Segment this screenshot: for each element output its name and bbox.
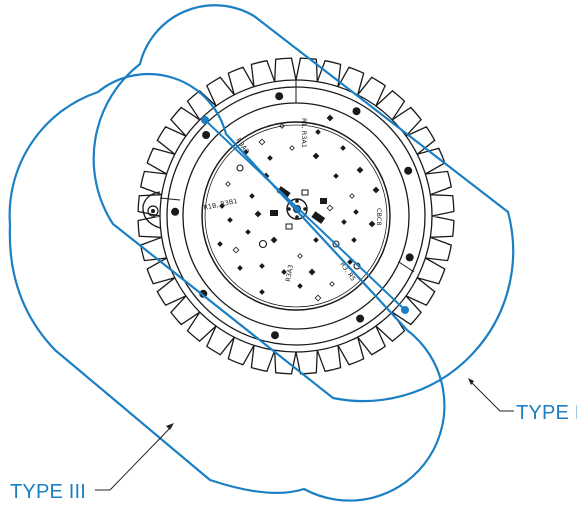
led-marker bbox=[312, 152, 320, 160]
type-i-outline bbox=[92, 4, 515, 403]
led-marker bbox=[314, 294, 322, 302]
housing-screw bbox=[202, 131, 211, 139]
type-i-pattern bbox=[92, 4, 515, 403]
led-marker bbox=[237, 265, 243, 271]
led-marker bbox=[245, 229, 251, 235]
led-marker bbox=[219, 203, 225, 209]
led-marker bbox=[249, 193, 255, 199]
led-marker bbox=[353, 209, 359, 215]
type-i-axis bbox=[204, 119, 406, 311]
mounting-tab bbox=[142, 191, 161, 229]
led-marker bbox=[217, 241, 223, 247]
callout-label-type-iii: TYPE III bbox=[10, 481, 86, 503]
led-marker bbox=[258, 138, 266, 146]
housing-screw bbox=[171, 207, 180, 216]
housing-seam-left bbox=[159, 197, 181, 201]
housing-screws bbox=[171, 92, 414, 340]
led-marker bbox=[326, 114, 334, 122]
led-marker bbox=[281, 269, 287, 275]
led-marker bbox=[270, 236, 278, 244]
led-marker bbox=[313, 237, 319, 243]
led-marker bbox=[267, 155, 273, 161]
housing-seam-right bbox=[398, 261, 415, 273]
callout-leader-type-iii-diag bbox=[109, 425, 173, 491]
led-marker bbox=[351, 237, 357, 243]
pcb-label-top: R1, R3A1 bbox=[300, 118, 308, 148]
housing-screw bbox=[271, 331, 279, 340]
led-marker bbox=[356, 166, 364, 174]
led-marker bbox=[340, 145, 346, 151]
plate-fastener bbox=[332, 240, 340, 248]
type-iii-pattern bbox=[8, 72, 446, 502]
callout-leader-type-i bbox=[469, 380, 501, 412]
callout-type-iii: TYPE III bbox=[10, 423, 174, 503]
plate-fastener bbox=[258, 239, 268, 249]
plate-fastener bbox=[236, 164, 244, 172]
housing-screw bbox=[352, 107, 361, 116]
led-marker bbox=[232, 246, 240, 254]
led-marker bbox=[279, 123, 285, 129]
callout-label-type-i: TYPE I bbox=[516, 402, 577, 424]
led-marker bbox=[225, 181, 231, 187]
led-marker bbox=[347, 259, 353, 265]
pcb-label-right: CBC8 bbox=[375, 208, 383, 226]
led-array bbox=[217, 114, 380, 302]
lens-plate-inner bbox=[204, 124, 388, 308]
type-iii-outline bbox=[8, 72, 446, 502]
housing-screw bbox=[405, 253, 414, 262]
pcb-label-bottom: R3A3 bbox=[284, 264, 295, 282]
led-marker bbox=[329, 281, 335, 287]
housing-screw bbox=[356, 314, 365, 323]
housing-screw bbox=[275, 92, 284, 101]
lens-plate bbox=[201, 121, 391, 311]
pcb-label-left: R1B, R3B1 bbox=[203, 197, 238, 212]
led-marker bbox=[227, 217, 233, 223]
led-marker bbox=[315, 129, 321, 135]
housing-screw bbox=[404, 166, 413, 175]
led-marker bbox=[259, 289, 265, 295]
led-marker bbox=[259, 263, 265, 269]
led-marker bbox=[372, 186, 380, 194]
led-marker bbox=[368, 220, 376, 228]
led-marker bbox=[341, 219, 347, 225]
callout-arrow-icon bbox=[166, 423, 174, 430]
led-marker bbox=[297, 283, 303, 289]
led-marker bbox=[349, 193, 355, 199]
led-marker bbox=[308, 268, 316, 276]
fixture-drawing: R1, R3A1 R3A2 R1B, R3B1 CBC8 R3, R5 R3A3 bbox=[137, 57, 455, 375]
led-marker bbox=[333, 173, 339, 179]
led-marker bbox=[289, 145, 295, 151]
led-marker bbox=[326, 204, 334, 212]
callout-arrow-icon bbox=[468, 378, 474, 385]
led-marker bbox=[254, 210, 262, 218]
led-marker bbox=[297, 253, 303, 259]
callout-type-i: TYPE I bbox=[468, 378, 577, 424]
